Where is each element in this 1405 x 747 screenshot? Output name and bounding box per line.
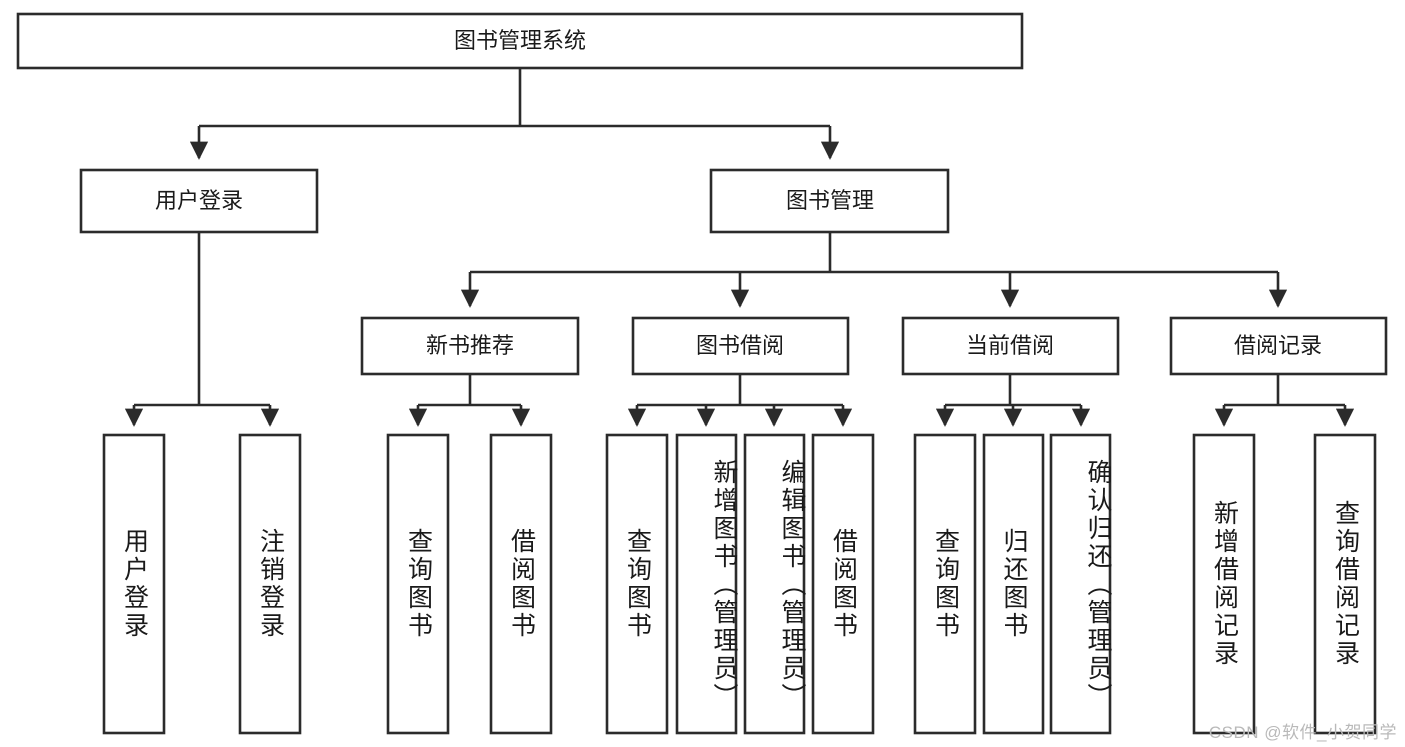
node-current-borrow[interactable]: 当前借阅 — [901, 316, 1120, 376]
connectors-user-login-to-leaves — [124, 232, 280, 427]
node-book-management-label: 图书管理 — [786, 188, 874, 213]
node-root[interactable]: 图书管理系统 — [16, 12, 1024, 70]
leaf-borrow-book-2-box[interactable] — [811, 433, 875, 735]
node-new-book-recommend-label: 新书推荐 — [426, 333, 514, 358]
leaf-edit-book-box[interactable] — [743, 433, 806, 735]
node-book-management-box[interactable] — [709, 168, 950, 234]
node-book-management[interactable]: 图书管理 — [709, 168, 950, 234]
leaf-add-book-box[interactable] — [675, 433, 738, 735]
leaf-user-login-box[interactable] — [102, 433, 166, 735]
node-borrow-record-label: 借阅记录 — [1234, 333, 1322, 358]
node-new-book-recommend-box[interactable] — [360, 316, 580, 376]
connectors-new-book-recommend-to-leaves — [408, 374, 531, 427]
csdn-watermark: CSDN @软件_小贺同学 — [1208, 723, 1397, 742]
connectors-root-to-level2 — [189, 68, 840, 160]
leaf-query-book-2-box[interactable] — [605, 433, 669, 735]
node-root-box[interactable] — [16, 12, 1024, 70]
node-new-book-recommend[interactable]: 新书推荐 — [360, 316, 580, 376]
leaf-logout-box[interactable] — [238, 433, 302, 735]
node-book-borrow-label: 图书借阅 — [696, 333, 784, 358]
leaf-add-record-box[interactable] — [1192, 433, 1256, 735]
node-borrow-record-box[interactable] — [1169, 316, 1388, 376]
leaf-borrow-book-1-box[interactable] — [489, 433, 553, 735]
connectors-book-borrow-to-leaves — [627, 374, 853, 427]
connectors-book-management-to-level3 — [460, 232, 1288, 308]
leaf-boxes — [102, 433, 1377, 735]
node-book-borrow[interactable]: 图书借阅 — [631, 316, 850, 376]
node-current-borrow-box[interactable] — [901, 316, 1120, 376]
leaf-return-book-box[interactable] — [982, 433, 1045, 735]
node-user-login-label: 用户登录 — [155, 188, 243, 213]
node-book-borrow-box[interactable] — [631, 316, 850, 376]
leaf-confirm-return-box[interactable] — [1049, 433, 1112, 735]
leaf-query-book-1-box[interactable] — [386, 433, 450, 735]
node-user-login[interactable]: 用户登录 — [79, 168, 319, 234]
leaf-query-record-box[interactable] — [1313, 433, 1377, 735]
node-user-login-box[interactable] — [79, 168, 319, 234]
node-root-label: 图书管理系统 — [454, 28, 586, 53]
leaf-query-book-3-box[interactable] — [913, 433, 977, 735]
connectors-borrow-record-to-leaves — [1214, 374, 1355, 427]
connectors-current-borrow-to-leaves — [935, 374, 1091, 427]
node-current-borrow-label: 当前借阅 — [966, 333, 1054, 358]
node-borrow-record[interactable]: 借阅记录 — [1169, 316, 1388, 376]
